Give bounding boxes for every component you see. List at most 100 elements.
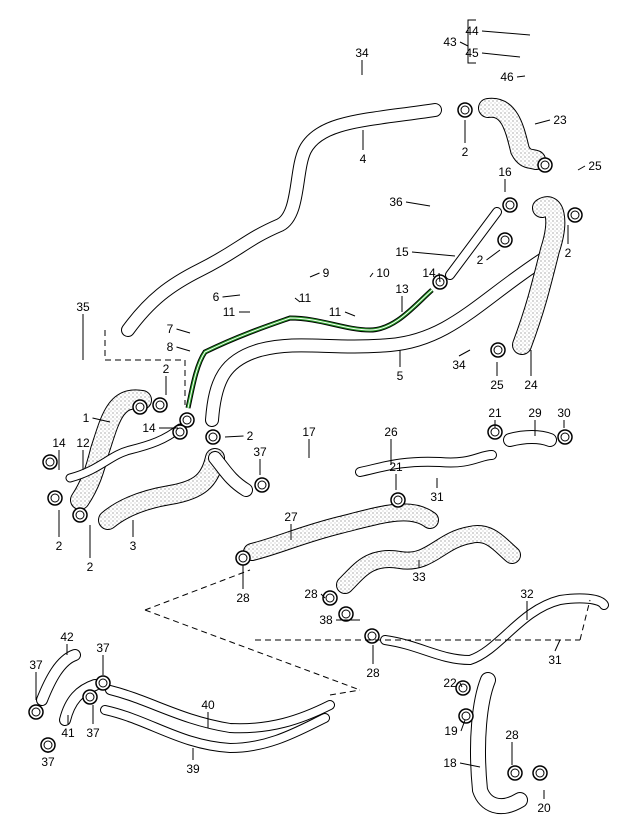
hose-4 (121, 103, 442, 337)
hose-clamp-icon (567, 207, 583, 223)
callout-11: 11 (223, 305, 236, 319)
callout-6: 6 (213, 290, 220, 304)
hose-clamp-icon (455, 680, 471, 696)
callout-8: 8 (167, 340, 174, 354)
callout-39: 39 (186, 762, 200, 776)
callout-31: 31 (430, 490, 444, 504)
callout-35: 35 (76, 300, 90, 314)
dashed-reference-line (104, 330, 186, 405)
callout-10: 10 (376, 266, 390, 280)
callout-37: 37 (41, 755, 55, 769)
callout-45: 45 (465, 46, 479, 60)
callout-28: 28 (236, 591, 250, 605)
group-bracket-43 (467, 19, 476, 64)
leader-line (459, 41, 469, 47)
callout-21: 21 (389, 460, 403, 474)
leader-line (222, 294, 241, 298)
leader-line (294, 297, 301, 303)
callout-2: 2 (87, 560, 94, 574)
callout-14: 14 (142, 421, 156, 435)
leader-line (176, 328, 191, 334)
hose-clamp-icon (95, 675, 111, 691)
hose-clamp-icon (205, 429, 221, 445)
hose-clamp-icon (458, 708, 474, 724)
callout-30: 30 (557, 406, 571, 420)
leader-line (534, 119, 551, 125)
leader-line (486, 249, 501, 261)
callout-43: 43 (443, 35, 457, 49)
callout-2: 2 (565, 246, 572, 260)
hose-clamp-icon (82, 689, 98, 705)
callout-2: 2 (477, 253, 484, 267)
dashed-reference-line (579, 599, 591, 641)
callout-14: 14 (52, 436, 66, 450)
callout-31: 31 (548, 653, 562, 667)
callout-41: 41 (61, 726, 75, 740)
hose-1 (70, 389, 152, 510)
hose-clamp-icon (172, 424, 188, 440)
callout-37: 37 (86, 726, 100, 740)
callout-44: 44 (465, 24, 479, 38)
callout-36: 36 (389, 195, 403, 209)
hose-clamp-icon (497, 232, 513, 248)
hose-18 (469, 672, 528, 815)
callout-29: 29 (528, 406, 542, 420)
leader-line (92, 417, 111, 423)
hose-clamp-icon (490, 342, 506, 358)
hose-3 (98, 448, 225, 530)
callout-40: 40 (201, 698, 215, 712)
callout-22: 22 (443, 676, 457, 690)
hose-32 (380, 593, 609, 666)
callout-27: 27 (284, 510, 298, 524)
callout-19: 19 (444, 724, 458, 738)
callout-21: 21 (488, 406, 502, 420)
hose-39 (100, 705, 330, 754)
callout-37: 37 (29, 658, 43, 672)
hose-clamp-icon (235, 550, 251, 566)
callout-11: 11 (299, 291, 312, 305)
leader-line (481, 52, 521, 58)
leader-line (481, 30, 531, 36)
hose-clamp-icon (72, 507, 88, 523)
callout-13: 13 (395, 282, 409, 296)
callout-28: 28 (505, 728, 519, 742)
callout-20: 20 (537, 801, 551, 815)
leader-line (458, 349, 471, 357)
leader-line (554, 639, 561, 652)
callout-42: 42 (60, 630, 74, 644)
callout-3: 3 (130, 539, 137, 553)
hose-33 (336, 525, 521, 594)
callout-4: 4 (360, 152, 367, 166)
hose-23 (478, 97, 546, 170)
hose-clamp-icon (557, 429, 573, 445)
dashed-reference-line (329, 689, 361, 696)
callout-46: 46 (500, 70, 514, 84)
callout-7: 7 (167, 322, 174, 336)
hose-27 (243, 503, 439, 561)
callout-9: 9 (323, 266, 330, 280)
leader-line (459, 762, 481, 768)
callout-37: 37 (253, 445, 267, 459)
hose-clamp-icon (28, 704, 44, 720)
callout-2: 2 (247, 429, 254, 443)
callout-24: 24 (524, 378, 538, 392)
callout-2: 2 (56, 539, 63, 553)
callout-33: 33 (412, 570, 426, 584)
callout-11: 11 (329, 305, 342, 319)
leader-line (438, 272, 441, 283)
callout-18: 18 (443, 756, 457, 770)
leader-line (176, 346, 191, 352)
hose-5 (205, 251, 552, 427)
hose-clamp-icon (338, 606, 354, 622)
callout-37: 37 (96, 641, 110, 655)
hose-clamp-icon (457, 102, 473, 118)
hose-clamp-icon (537, 157, 553, 173)
leader-line (516, 75, 526, 78)
dashed-reference-line (144, 609, 361, 691)
hose-15 (445, 207, 502, 280)
hose-clamp-icon (532, 765, 548, 781)
hose-clamp-icon (254, 477, 270, 493)
callout-34: 34 (355, 46, 369, 60)
hose-clamp-icon (132, 399, 148, 415)
hose-clamp-icon (47, 490, 63, 506)
